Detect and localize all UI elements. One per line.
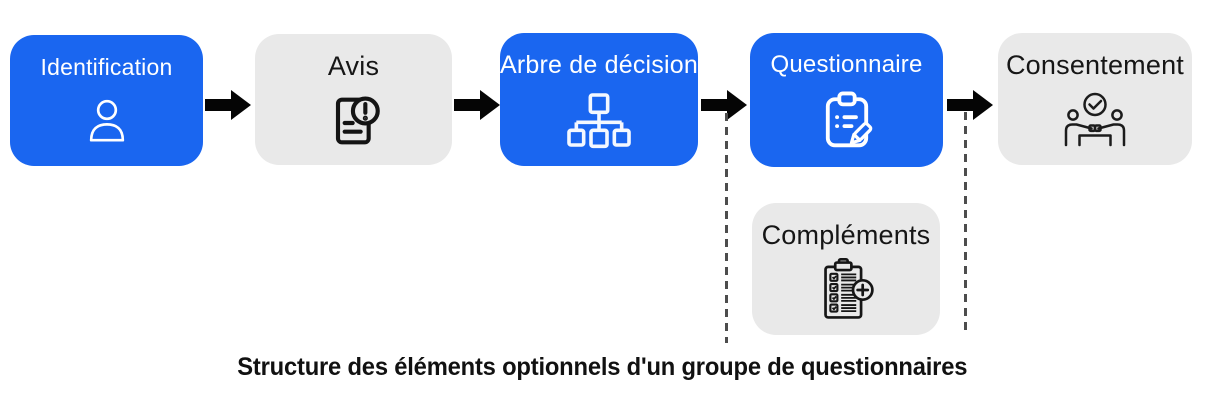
flow-arrow-icon bbox=[701, 90, 747, 120]
step-questionnaire: Questionnaire bbox=[750, 33, 943, 167]
step-consentement: Consentement bbox=[998, 33, 1192, 165]
step-label: Arbre de décision bbox=[500, 50, 698, 79]
step-identification: Identification bbox=[10, 35, 203, 166]
step-label: Questionnaire bbox=[770, 51, 923, 78]
handshake-check-icon bbox=[1059, 83, 1131, 165]
step-label: Compléments bbox=[761, 219, 931, 250]
step-avis: Avis bbox=[255, 34, 452, 165]
flow-arrow-icon bbox=[947, 90, 993, 120]
step-complements: Compléments bbox=[752, 203, 940, 335]
person-icon bbox=[84, 85, 130, 166]
decision-tree-icon bbox=[566, 83, 632, 166]
step-label: Identification bbox=[40, 53, 173, 80]
step-arbre-de-decision: Arbre de décision bbox=[500, 33, 698, 166]
optional-group-divider-left bbox=[725, 113, 728, 343]
flow-arrow-icon bbox=[205, 90, 251, 120]
diagram-caption-text: Structure des éléments optionnels d'un g… bbox=[237, 353, 968, 381]
clipboard-pencil-icon bbox=[816, 83, 878, 167]
diagram-caption: Structure des éléments optionnels d'un g… bbox=[0, 353, 1205, 382]
document-alert-icon bbox=[322, 84, 386, 165]
clipboard-plus-icon bbox=[818, 253, 874, 335]
step-label: Consentement bbox=[1005, 49, 1184, 80]
flow-arrow-icon bbox=[454, 90, 500, 120]
optional-group-divider-right bbox=[964, 112, 967, 331]
step-label: Avis bbox=[327, 50, 380, 81]
